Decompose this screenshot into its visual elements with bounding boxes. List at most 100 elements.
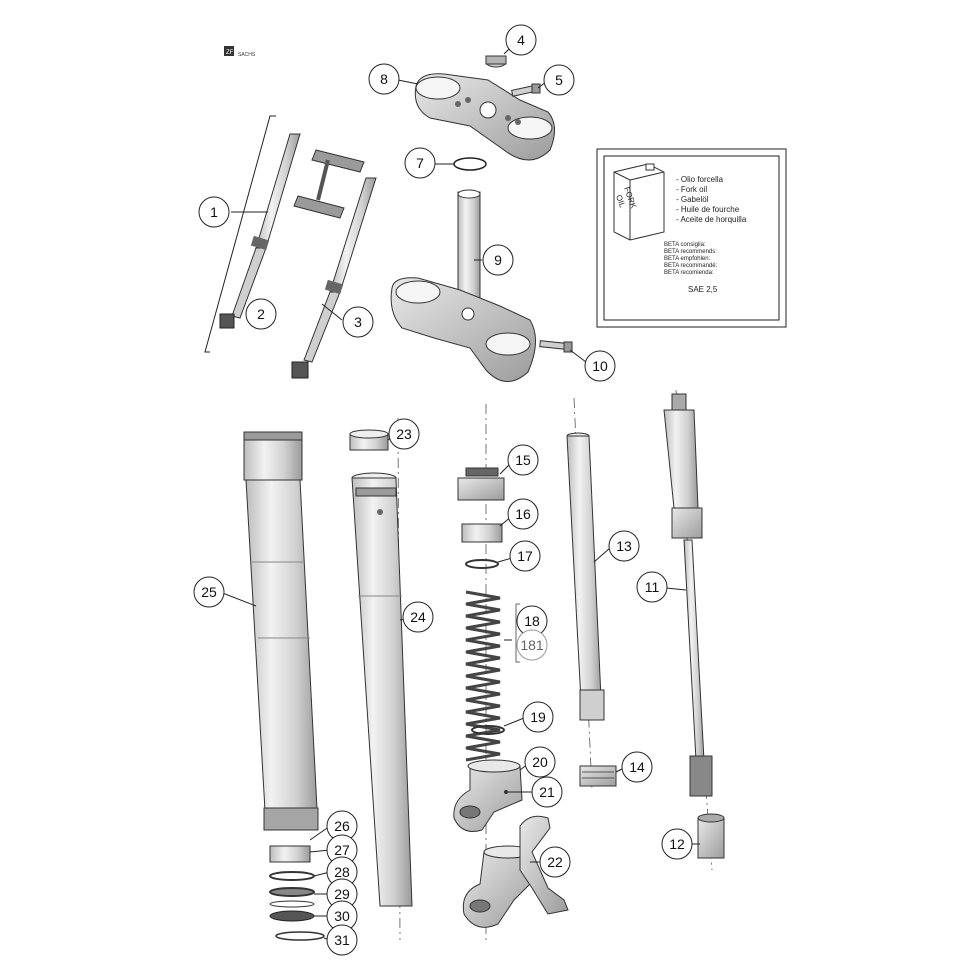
callout-13: 13 — [608, 530, 640, 562]
svg-text:- Olio forcella: - Olio forcella — [676, 175, 724, 184]
spring-washer-upper — [465, 559, 499, 569]
callout-18: 18 — [516, 605, 548, 637]
svg-text:30: 30 — [334, 908, 350, 924]
svg-text:26: 26 — [334, 818, 350, 834]
upper-triple-clamp — [414, 73, 555, 161]
axle-holder-with-caliper-mount — [462, 815, 569, 928]
svg-text:SAE 2,5: SAE 2,5 — [688, 285, 718, 294]
svg-text:5: 5 — [555, 72, 563, 88]
callout-20: 20 — [524, 746, 556, 778]
svg-text:25: 25 — [201, 584, 217, 600]
svg-text:3: 3 — [354, 314, 362, 330]
callout-21: 21 — [531, 776, 563, 808]
spring-washer-lower — [471, 725, 505, 735]
svg-text:13: 13 — [616, 538, 632, 554]
callout-12: 12 — [661, 828, 693, 860]
fork-cap — [457, 467, 505, 501]
svg-text:9: 9 — [494, 252, 502, 268]
guide-bushing — [349, 429, 389, 451]
svg-text:10: 10 — [592, 358, 608, 374]
svg-text:23: 23 — [396, 426, 412, 442]
svg-text:18: 18 — [524, 613, 540, 629]
lower-triple-clamp-with-stem — [390, 189, 536, 382]
svg-text:14: 14 — [629, 759, 645, 775]
fork-leg-right — [291, 149, 377, 379]
svg-text:1: 1 — [210, 204, 218, 220]
svg-text:21: 21 — [539, 784, 555, 800]
damper-rod-assembly — [663, 393, 713, 797]
seal-stack — [269, 845, 325, 941]
svg-text:- Aceite de horquilla: - Aceite de horquilla — [676, 215, 747, 224]
callout-7: 7 — [404, 147, 436, 179]
svg-text:19: 19 — [530, 709, 546, 725]
svg-text:8: 8 — [380, 71, 388, 87]
cartridge-tube — [566, 432, 605, 721]
svg-text:22: 22 — [547, 854, 563, 870]
callout-22: 22 — [539, 846, 571, 878]
callout-31: 31 — [326, 924, 358, 956]
svg-text:BETA recommends:: BETA recommends: — [664, 249, 717, 255]
callout-11: 11 — [636, 571, 668, 603]
clamp-bolt-lower — [539, 340, 573, 353]
svg-text:ZF: ZF — [226, 50, 234, 56]
svg-text:27: 27 — [334, 842, 350, 858]
callout-14: 14 — [621, 751, 653, 783]
svg-text:- Huile de fourche: - Huile de fourche — [676, 205, 740, 214]
svg-text:24: 24 — [410, 609, 426, 625]
callout-16: 16 — [507, 498, 539, 530]
spacer-bushing — [461, 523, 503, 543]
svg-text:BETA empfohlen:: BETA empfohlen: — [664, 256, 711, 262]
callout-26: 26 — [326, 810, 358, 842]
fork-assembly-group — [204, 115, 377, 379]
callout-17: 17 — [509, 540, 541, 572]
callout-5: 5 — [543, 64, 575, 96]
svg-text:20: 20 — [532, 754, 548, 770]
svg-text:2: 2 — [257, 306, 265, 322]
svg-text:- Gabelöl: - Gabelöl — [676, 195, 709, 204]
fork-oil-info-box: FORK OIL - Olio forcella - Fork oil - Ga… — [596, 148, 787, 328]
outer-tube — [243, 431, 319, 831]
svg-text:28: 28 — [334, 864, 350, 880]
oil-can-icon: FORK OIL — [613, 163, 665, 241]
svg-text:OIL: OIL — [614, 194, 627, 210]
svg-text:17: 17 — [517, 548, 533, 564]
svg-text:15: 15 — [515, 452, 531, 468]
base-valve — [697, 813, 725, 859]
svg-text:BETA consiglia:: BETA consiglia: — [664, 242, 706, 248]
callout-15: 15 — [507, 444, 539, 476]
clamp-bolt-upper — [511, 83, 541, 97]
callout-2: 2 — [245, 298, 277, 330]
callout-30: 30 — [326, 900, 358, 932]
callout-9: 9 — [482, 244, 514, 276]
svg-text:SACHS: SACHS — [238, 52, 256, 58]
callout-1: 1 — [198, 196, 230, 228]
svg-text:16: 16 — [515, 506, 531, 522]
callout-181: 181 — [516, 629, 548, 661]
svg-text:BETA recommandé:: BETA recommandé: — [664, 263, 718, 269]
svg-text:181: 181 — [520, 637, 544, 653]
callout-3: 3 — [342, 306, 374, 338]
callout-10: 10 — [584, 350, 616, 382]
callout-4: 4 — [505, 24, 537, 56]
svg-text:11: 11 — [645, 579, 660, 595]
inner-tube — [351, 472, 413, 907]
cartridge-nut — [579, 765, 617, 787]
callout-27: 27 — [326, 834, 358, 866]
fork-spring — [465, 590, 501, 762]
svg-text:29: 29 — [334, 886, 350, 902]
callout-24: 24 — [402, 601, 434, 633]
callout-19: 19 — [522, 701, 554, 733]
steering-nut — [485, 55, 507, 68]
fork-leg-left — [219, 133, 301, 329]
callout-25: 25 — [193, 576, 225, 608]
svg-text:12: 12 — [669, 836, 685, 852]
svg-text:7: 7 — [416, 155, 424, 171]
zf-sachs-logo: ZF SACHS — [224, 46, 256, 58]
svg-text:31: 31 — [334, 932, 350, 948]
o-ring — [453, 157, 487, 171]
svg-text:BETA recomienda:: BETA recomienda: — [664, 270, 714, 276]
svg-text:- Fork oil: - Fork oil — [676, 185, 707, 194]
axle-holder — [453, 759, 523, 832]
callout-28: 28 — [326, 856, 358, 888]
